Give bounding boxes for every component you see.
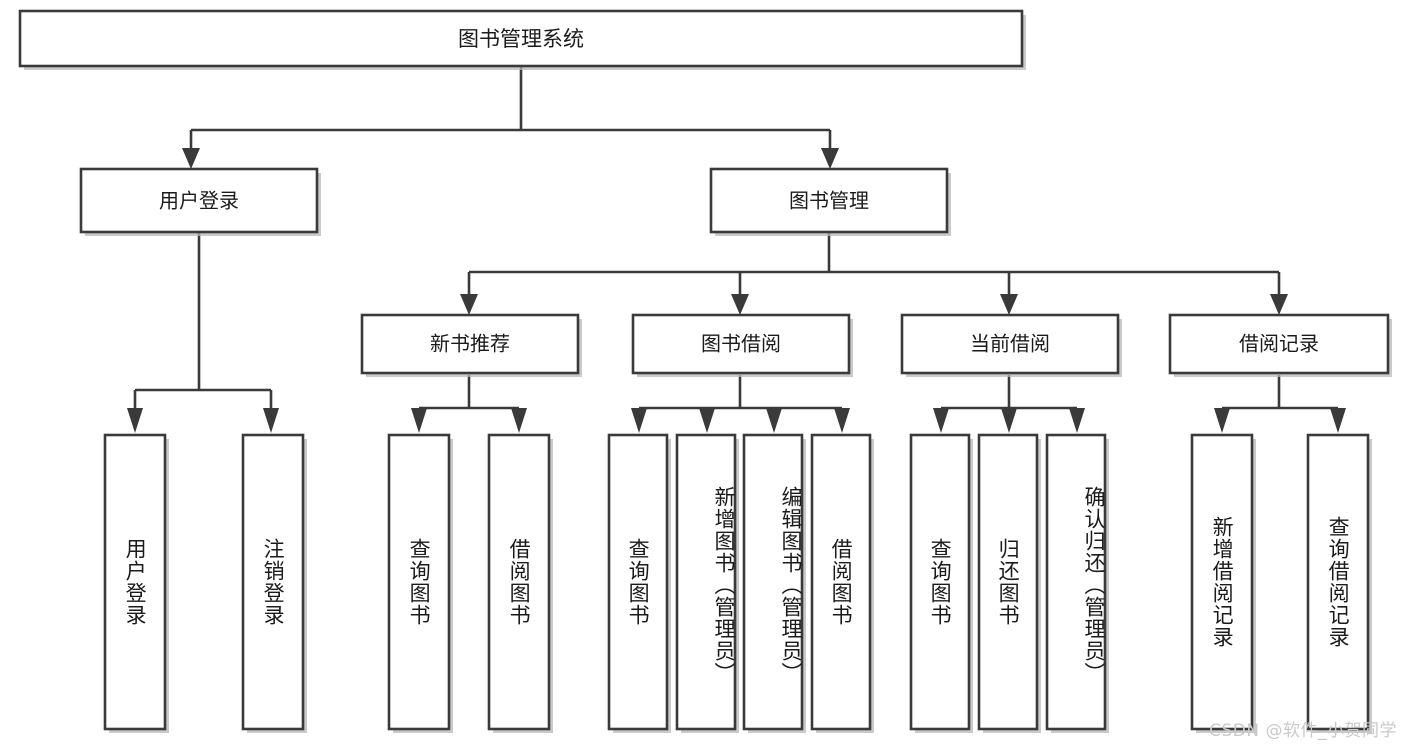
node-new-book-recommend-label: 新书推荐 [430, 332, 510, 356]
leaf-node-query-book-3[interactable] [909, 433, 973, 733]
node-rect [631, 313, 851, 375]
node-user-login[interactable]: 用户登录 [79, 167, 321, 236]
leaf-node-user-login[interactable] [103, 433, 169, 733]
arrow-head-icon [1270, 294, 1288, 315]
leaf-node-confirm-return[interactable] [1045, 433, 1109, 733]
leaf-node-logout[interactable] [241, 433, 307, 733]
leaf-node-query-book-1[interactable] [387, 433, 453, 733]
node-root-label: 图书管理系统 [458, 27, 584, 51]
node-rect [909, 433, 971, 731]
node-rect [900, 313, 1120, 375]
node-rect [607, 433, 669, 731]
leaf-node-add-record[interactable] [1190, 433, 1256, 733]
node-current-borrow-label: 当前借阅 [970, 332, 1050, 356]
arrow-head-icon [1330, 408, 1346, 433]
arrow-head-icon [182, 148, 200, 169]
node-rect [79, 167, 319, 234]
node-rect [1168, 313, 1390, 375]
node-rect [1190, 433, 1254, 731]
arrow-head-icon [511, 408, 527, 433]
node-rect [103, 433, 167, 731]
arrow-head-icon [731, 294, 749, 315]
node-book-borrow-label: 图书借阅 [701, 332, 781, 356]
node-rect [810, 433, 872, 731]
leaf-node-query-book-2[interactable] [607, 433, 671, 733]
node-rect [18, 9, 1024, 68]
leaf-node-edit-book[interactable] [742, 433, 806, 733]
node-borrow-record-label: 借阅记录 [1239, 332, 1319, 356]
node-rect [675, 433, 737, 731]
arrow-head-icon [1000, 294, 1018, 315]
node-rect [1045, 433, 1107, 731]
arrow-head-icon [1069, 408, 1085, 433]
node-new-book-recommend[interactable]: 新书推荐 [360, 313, 582, 377]
node-rect [360, 313, 580, 375]
watermark: CSDN @软件_小贺同学 [1209, 721, 1397, 741]
node-rect [977, 433, 1039, 731]
arrow-head-icon [631, 408, 647, 433]
node-user-login-label: 用户登录 [159, 189, 239, 213]
arrow-head-icon [834, 408, 850, 433]
arrow-head-icon [263, 408, 279, 433]
node-current-borrow[interactable]: 当前借阅 [900, 313, 1122, 377]
leaf-node-return-book[interactable] [977, 433, 1041, 733]
node-book-management[interactable]: 图书管理 [709, 167, 951, 236]
leaf-node-borrow-book-2[interactable] [810, 433, 874, 733]
arrow-head-icon [821, 148, 839, 169]
node-rect [387, 433, 451, 731]
arrow-head-icon [766, 408, 782, 433]
node-book-borrow[interactable]: 图书借阅 [631, 313, 853, 377]
node-borrow-record[interactable]: 借阅记录 [1168, 313, 1392, 377]
node-book-management-label: 图书管理 [789, 189, 869, 213]
node-rect [1306, 433, 1370, 731]
node-rect [742, 433, 804, 731]
leaf-node-add-book[interactable] [675, 433, 739, 733]
arrow-head-icon [699, 408, 715, 433]
arrow-head-icon [460, 294, 478, 315]
arrow-head-icon [127, 408, 143, 433]
leaf-box-group [103, 433, 1372, 733]
arrow-head-icon [411, 408, 427, 433]
leaf-node-borrow-book-1[interactable] [487, 433, 553, 733]
arrow-head-icon [1001, 408, 1017, 433]
node-root[interactable]: 图书管理系统 [18, 9, 1026, 70]
arrow-head-icon [933, 408, 949, 433]
node-rect [487, 433, 551, 731]
connector-group [127, 66, 1346, 433]
leaf-node-query-record[interactable] [1306, 433, 1372, 733]
arrow-head-icon [1214, 408, 1230, 433]
node-rect [709, 167, 949, 234]
node-rect [241, 433, 305, 731]
